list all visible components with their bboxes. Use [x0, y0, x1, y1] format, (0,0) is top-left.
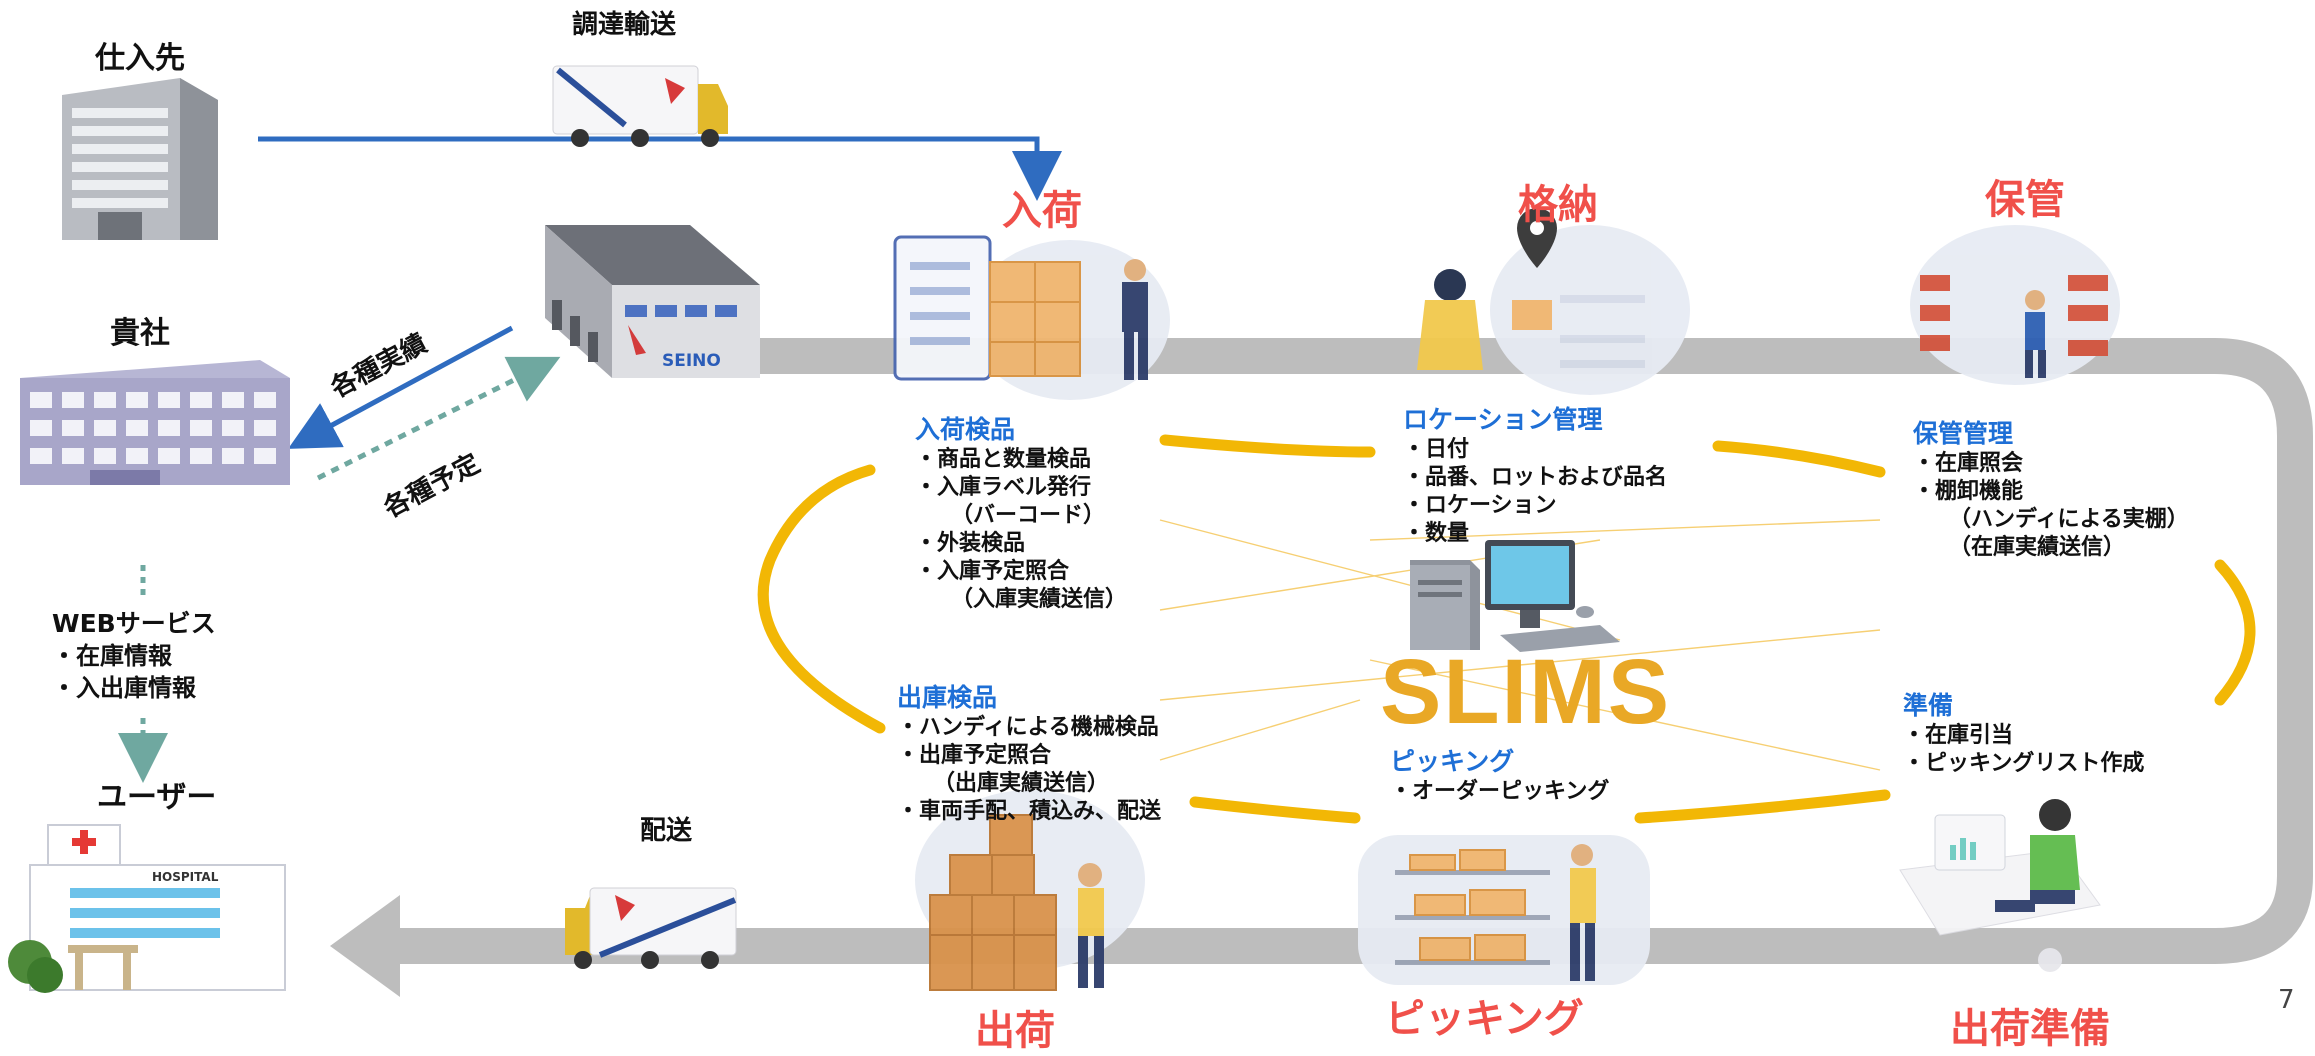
nyuka-illustration — [893, 235, 1170, 400]
junbi-item: ・ピッキングリスト作成 — [1903, 751, 2145, 776]
kakuno-illustration — [1417, 208, 1690, 395]
junbi-block: 準備 ・在庫引当 ・ピッキングリスト作成 — [1903, 686, 2144, 778]
hokan-kanri-item: ・棚卸機能 — [1913, 479, 2024, 504]
nyuka-kenpin-item: ・入庫ラベル発行 — [915, 475, 1092, 500]
stage-shukka-junbi: 出荷準備 — [1950, 1006, 2110, 1052]
user-label: ユーザー — [97, 780, 217, 815]
stage-kakuno: 格納 — [1518, 182, 1598, 228]
nyuka-kenpin-block: 入荷検品 ・商品と数量検品 ・入庫ラベル発行 （バーコード） ・外装検品 ・入庫… — [915, 410, 1127, 614]
nyuka-kenpin-item: ・外装検品 — [915, 531, 1026, 556]
nyuka-kenpin-item: ・入庫予定照合 — [915, 559, 1070, 584]
stage-hokan: 保管 — [1985, 177, 2065, 223]
nyuka-kenpin-item: （バーコード） — [951, 503, 1106, 528]
company-label: 貴社 — [110, 316, 170, 351]
yellow-cycle-ring — [757, 434, 2256, 824]
picking-block: ピッキング ・オーダーピッキング — [1390, 742, 1609, 806]
hokan-kanri-block: 保管管理 ・在庫照会 ・棚卸機能 （ハンディによる実棚） （在庫実績送信） — [1913, 414, 2189, 562]
picking-title: ピッキング — [1390, 747, 1515, 776]
slims-logo: SLIMS — [1380, 641, 1672, 743]
web-service-item: ・入出庫情報 — [52, 674, 196, 702]
computer-icon — [1410, 540, 1620, 652]
nyuka-kenpin-item: ・商品と数量検品 — [915, 447, 1092, 472]
procurement-label: 調達輸送 — [572, 10, 677, 40]
warehouse-icon — [545, 225, 760, 378]
nyuka-kenpin-title: 入荷検品 — [915, 415, 1016, 444]
stage-shukka: 出荷 — [975, 1008, 1055, 1054]
location-item: ・品番、ロットおよび品名 — [1403, 465, 1668, 490]
nyuka-kenpin-item: （入庫実績送信） — [951, 587, 1128, 612]
warehouse-sign: SEINO — [662, 351, 721, 371]
stage-picking: ピッキング — [1385, 996, 1584, 1042]
shukka-junbi-illustration — [1899, 799, 2101, 972]
hospital-sign: HOSPITAL — [152, 870, 219, 884]
hokan-kanri-item: （ハンディによる実棚） — [1949, 507, 2189, 532]
delivery-label: 配送 — [640, 816, 693, 846]
hokan-illustration — [1910, 225, 2120, 385]
shukko-kenpin-item: ・出庫予定照合 — [897, 743, 1052, 768]
location-item: ・数量 — [1403, 521, 1470, 546]
location-block: ロケーション管理 ・日付 ・品番、ロットおよび品名 ・ロケーション ・数量 — [1403, 400, 1667, 548]
picking-item: ・オーダーピッキング — [1390, 779, 1610, 804]
hospital-icon — [8, 824, 286, 993]
delivery-truck-icon — [565, 887, 737, 969]
stage-nyuka: 入荷 — [1002, 188, 1082, 234]
plans-arrow — [316, 356, 561, 481]
web-service-item: ・在庫情報 — [52, 642, 172, 670]
gray-track — [400, 338, 2313, 964]
shukka-illustration — [915, 790, 1145, 991]
shukko-kenpin-item: ・ハンディによる機械検品 — [897, 715, 1159, 740]
web-service-title: WEBサービス — [52, 609, 216, 638]
shukko-kenpin-block: 出庫検品 ・ハンディによる機械検品 ・出庫予定照合 （出庫実績送信） ・車両手配… — [897, 678, 1161, 826]
company-building-icon — [20, 360, 290, 485]
junbi-item: ・在庫引当 — [1903, 723, 2014, 748]
shukko-kenpin-title: 出庫検品 — [897, 683, 998, 712]
junbi-title: 準備 — [1903, 691, 1954, 720]
procurement-arrow — [258, 136, 1062, 201]
shukko-kenpin-item: （出庫実績送信） — [933, 771, 1110, 796]
picking-illustration — [1358, 835, 1650, 985]
hokan-kanri-item: （在庫実績送信） — [1949, 535, 2126, 560]
track-arrowhead — [330, 895, 400, 997]
location-item: ・日付 — [1403, 437, 1470, 462]
results-arrow — [287, 325, 514, 449]
supplier-building-icon — [62, 78, 218, 240]
hokan-kanri-item: ・在庫照会 — [1913, 451, 2024, 476]
supplier-label: 仕入先 — [95, 41, 185, 76]
shukko-kenpin-item: ・車両手配、積込み、配送 — [897, 799, 1162, 824]
web-service-block: WEBサービス ・在庫情報 ・入出庫情報 — [52, 604, 216, 704]
hokan-kanri-title: 保管管理 — [1913, 419, 2014, 448]
procurement-truck-icon — [552, 65, 728, 147]
page-number: 7 — [2278, 985, 2295, 1015]
location-item: ・ロケーション — [1403, 493, 1557, 518]
location-title: ロケーション管理 — [1403, 405, 1603, 434]
